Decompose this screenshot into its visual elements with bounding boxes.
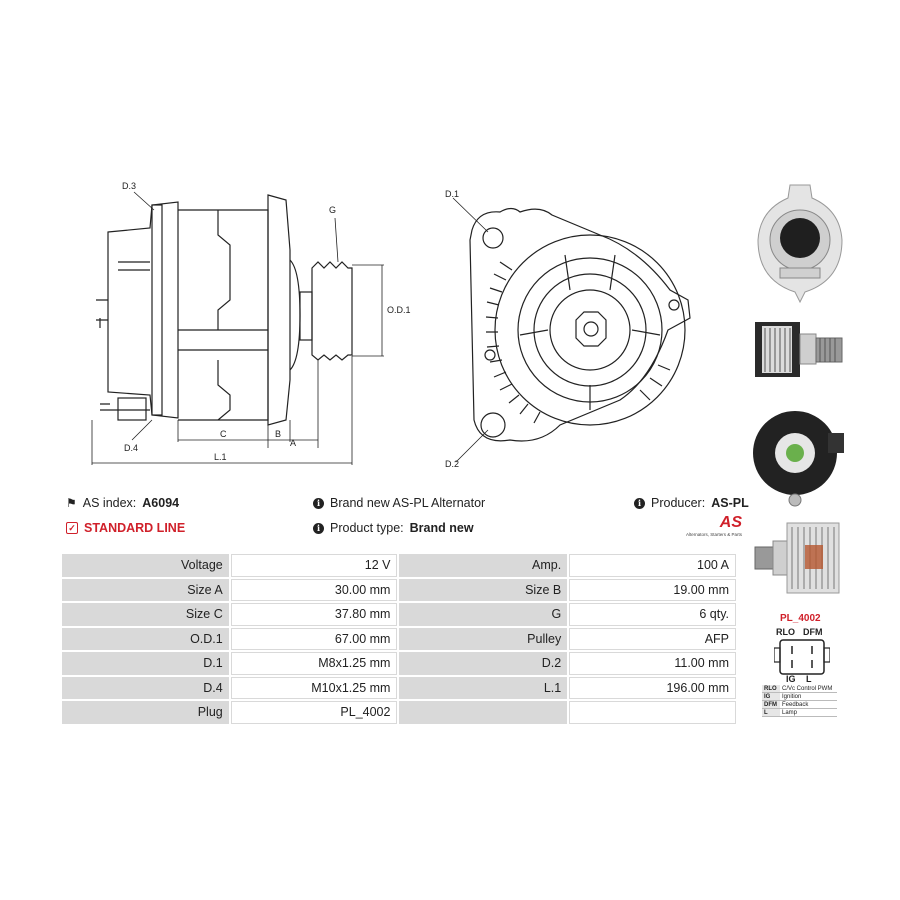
- spec-label: Pulley: [399, 627, 568, 650]
- spec-value: M10x1.25 mm: [230, 676, 398, 699]
- spec-value: AFP: [569, 627, 736, 650]
- product-type-label: Product type:: [330, 521, 404, 535]
- spec-value: M8x1.25 mm: [230, 652, 398, 675]
- label-b: B: [275, 429, 281, 439]
- spec-value: 6 qty.: [569, 603, 736, 626]
- spec-label: Amp.: [399, 554, 568, 577]
- label-g: G: [329, 205, 336, 215]
- label-front-d2: D.2: [445, 459, 459, 469]
- legend-key: IG: [762, 692, 780, 701]
- as-logo-tagline: Alternators, Starters & Parts: [685, 532, 742, 537]
- tags-icon: ⚑: [66, 496, 77, 510]
- spec-value: 67.00 mm: [230, 627, 398, 650]
- info-icon: i: [313, 497, 324, 509]
- as-logo: AS Alternators, Starters & Parts: [672, 514, 742, 538]
- alternator-side2-photo: [754, 522, 840, 594]
- legend-value: Feedback: [780, 700, 837, 709]
- label-l1: L.1: [214, 452, 227, 462]
- spec-label: [399, 701, 568, 724]
- legend-key: DFM: [762, 700, 780, 709]
- alternator-back-photo: [757, 184, 843, 304]
- info-icon: i: [634, 497, 645, 509]
- label-front-d1: D.1: [445, 189, 459, 199]
- spec-value: 19.00 mm: [569, 578, 736, 601]
- spec-label: D.1: [62, 652, 229, 675]
- plug-title: PL_4002: [780, 613, 821, 624]
- description-text: Brand new AS-PL Alternator: [330, 496, 486, 510]
- spec-value: [569, 701, 736, 724]
- label-d4: D.4: [124, 443, 138, 453]
- spec-value: PL_4002: [230, 701, 398, 724]
- spec-label: G: [399, 603, 568, 626]
- label-od1: O.D.1: [387, 305, 411, 315]
- standard-line-text: STANDARD LINE: [84, 521, 186, 535]
- spec-label: Size B: [399, 578, 568, 601]
- as-index-label: AS index:: [82, 496, 137, 510]
- plug-pin-dfm: DFM: [803, 627, 823, 637]
- label-d3: D.3: [122, 181, 136, 191]
- as-logo-mark: AS: [719, 514, 742, 531]
- producer-label: Producer:: [651, 496, 706, 510]
- producer: i Producer: AS-PL: [634, 496, 749, 510]
- info-icon: i: [313, 522, 324, 534]
- as-index-value: A6094: [142, 496, 180, 510]
- standard-line: ✓ STANDARD LINE: [66, 521, 185, 535]
- spec-label: L.1: [399, 676, 568, 699]
- technical-drawing: D.3 D.4 G O.D.1 C B A L.1 D.1 D.2: [91, 181, 691, 469]
- spec-value: 196.00 mm: [569, 676, 736, 699]
- plug-pin-ig: IG: [786, 674, 796, 684]
- spec-label: Voltage: [62, 554, 229, 577]
- spec-label: Size C: [62, 603, 229, 626]
- product-type: i Product type: Brand new: [313, 521, 474, 535]
- producer-value: AS-PL: [711, 496, 749, 510]
- spec-value: 11.00 mm: [569, 652, 736, 675]
- spec-label: Size A: [62, 578, 229, 601]
- product-type-value: Brand new: [409, 521, 474, 535]
- spec-label: O.D.1: [62, 627, 229, 650]
- plug-pin-rlo: RLO: [776, 627, 795, 637]
- legend-value: Ignition: [780, 692, 837, 701]
- plug-connector-icon: [774, 639, 830, 675]
- legend-value: C/Vc Control PWM: [780, 685, 837, 693]
- alternator-rear-photo: [753, 411, 844, 507]
- label-c: C: [220, 429, 227, 439]
- alternator-side-photo: [755, 322, 843, 377]
- spec-value: 30.00 mm: [230, 578, 398, 601]
- description: i Brand new AS-PL Alternator: [313, 496, 485, 510]
- plug-pin-l: L: [806, 674, 812, 684]
- legend-key: L: [762, 708, 780, 717]
- spec-value: 37.80 mm: [230, 603, 398, 626]
- label-a: A: [290, 438, 296, 448]
- as-index: ⚑ AS index: A6094: [66, 496, 179, 510]
- legend-key: RLO: [762, 685, 780, 693]
- spec-value: 12 V: [230, 554, 398, 577]
- legend-value: Lamp: [780, 708, 837, 717]
- checkbox-icon: ✓: [66, 522, 78, 534]
- spec-label: D.2: [399, 652, 568, 675]
- spec-value: 100 A: [569, 554, 736, 577]
- spec-label: Plug: [62, 701, 229, 724]
- spec-label: D.4: [62, 676, 229, 699]
